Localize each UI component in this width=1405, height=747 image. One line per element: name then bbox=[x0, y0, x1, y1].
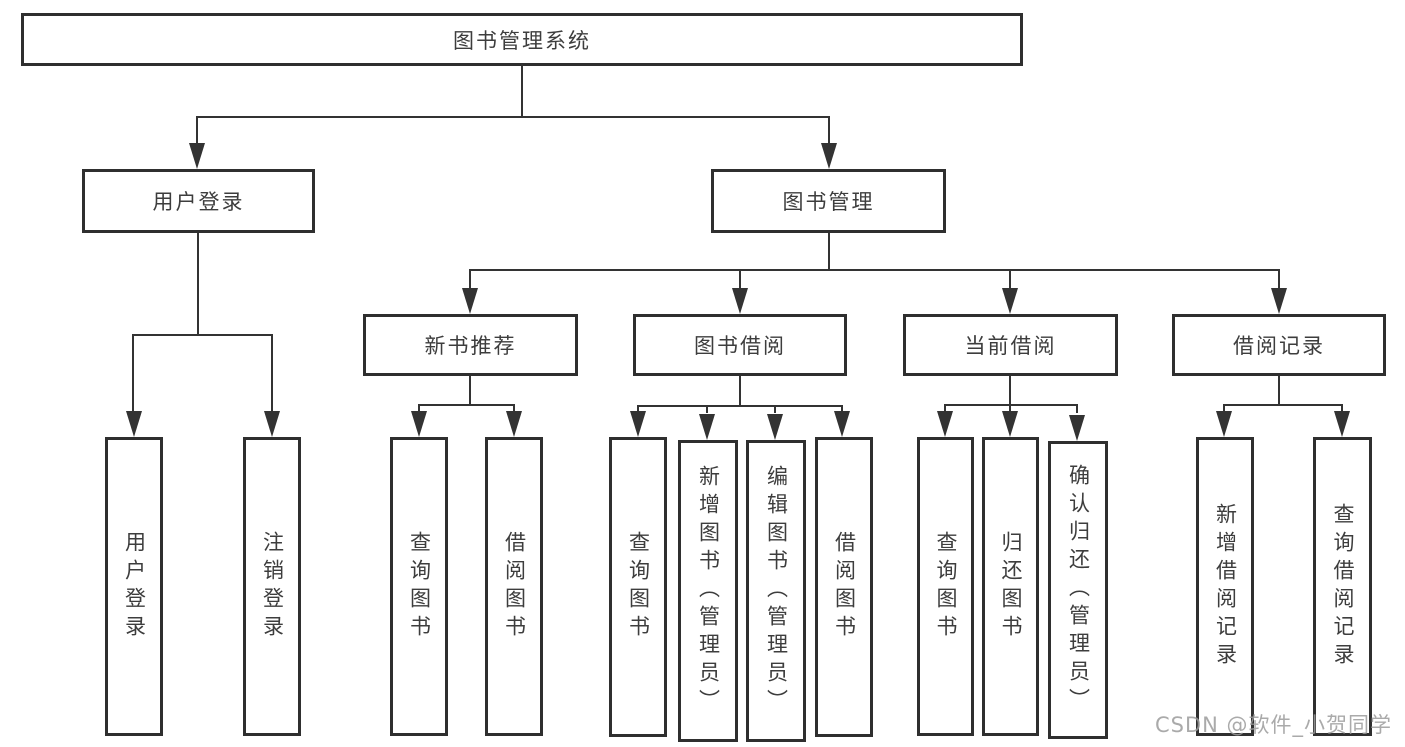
connector-user-login-stem bbox=[196, 116, 198, 144]
arrow-into-new-book-recommend bbox=[462, 288, 478, 314]
leaf-bor-add-book-admin-label: 新增图书（管理员） bbox=[696, 465, 721, 717]
leaf-cur-return-book: 归还图书 bbox=[982, 437, 1039, 736]
arrow-into-cur-confirm bbox=[1069, 415, 1085, 441]
connector-borrow-branch bbox=[637, 405, 843, 407]
connector-current-down bbox=[1009, 376, 1011, 406]
connector-cur-query-stem bbox=[944, 404, 946, 413]
node-current-borrowing: 当前借阅 bbox=[903, 314, 1118, 376]
arrow-into-bor-add bbox=[699, 414, 715, 440]
connector-level1-branch bbox=[196, 116, 830, 118]
node-borrow-records: 借阅记录 bbox=[1172, 314, 1386, 376]
node-root-label: 图书管理系统 bbox=[453, 28, 591, 53]
leaf-user-login-label: 用户登录 bbox=[122, 530, 147, 643]
connector-current-stem bbox=[1009, 269, 1011, 290]
node-new-book-recommend: 新书推荐 bbox=[363, 314, 578, 376]
leaf-add-borrow-record-label: 新增借阅记录 bbox=[1213, 502, 1238, 671]
node-book-borrowing-label: 图书借阅 bbox=[694, 334, 786, 358]
leaf-user-login: 用户登录 bbox=[105, 437, 163, 736]
arrow-into-rec-query bbox=[411, 411, 427, 437]
leaf-query-borrow-record-label: 查询借阅记录 bbox=[1331, 502, 1355, 671]
connector-current-branch bbox=[944, 404, 1078, 406]
leaf-query-borrow-record: 查询借阅记录 bbox=[1313, 437, 1372, 736]
connector-level2-branch bbox=[469, 269, 1280, 271]
leaf-bor-query-book: 查询图书 bbox=[609, 437, 667, 737]
connector-rec-borrow-stem bbox=[513, 404, 515, 413]
arrow-into-cur-return bbox=[1002, 411, 1018, 437]
connector-rec-down bbox=[469, 376, 471, 406]
leaf-bor-query-book-label: 查询图书 bbox=[626, 531, 651, 643]
arrow-into-cur-query bbox=[937, 411, 953, 437]
leaf-cur-confirm-return-admin-label: 确认归还（管理员） bbox=[1066, 464, 1091, 716]
leaf-cur-return-book-label: 归还图书 bbox=[999, 530, 1023, 643]
connector-leaf-logout-stem bbox=[271, 334, 273, 412]
arrow-into-book-borrowing bbox=[732, 288, 748, 314]
node-user-login: 用户登录 bbox=[82, 169, 315, 233]
node-new-book-recommend-label: 新书推荐 bbox=[424, 334, 517, 358]
node-borrow-records-label: 借阅记录 bbox=[1233, 334, 1325, 358]
arrow-into-leaf-logout bbox=[264, 411, 280, 437]
node-book-management: 图书管理 bbox=[711, 169, 946, 233]
arrow-into-recd-query bbox=[1334, 411, 1350, 437]
node-current-borrowing-label: 当前借阅 bbox=[964, 334, 1057, 358]
connector-book-mgmt-stem bbox=[828, 116, 830, 144]
arrow-into-bor-query bbox=[630, 411, 646, 437]
connector-bor-query-stem bbox=[637, 405, 639, 413]
arrow-into-current-borrowing bbox=[1002, 288, 1018, 314]
csdn-watermark: CSDN @软件_小贺同学 bbox=[1155, 713, 1393, 737]
connector-cur-confirm-stem bbox=[1076, 404, 1078, 413]
node-root: 图书管理系统 bbox=[21, 13, 1023, 66]
node-user-login-label: 用户登录 bbox=[152, 190, 245, 214]
leaf-cur-confirm-return-admin: 确认归还（管理员） bbox=[1048, 441, 1108, 739]
connector-bor-borrow-stem bbox=[841, 405, 843, 413]
leaf-bor-borrow-book: 借阅图书 bbox=[815, 437, 873, 737]
node-book-management-label: 图书管理 bbox=[782, 190, 875, 214]
leaf-cur-query-book: 查询图书 bbox=[917, 437, 974, 736]
connector-records-down bbox=[1278, 376, 1280, 406]
connector-rec-branch bbox=[418, 404, 515, 406]
arrow-into-bor-edit bbox=[767, 414, 783, 440]
leaf-bor-edit-book-admin: 编辑图书（管理员） bbox=[746, 440, 806, 742]
arrow-into-book-mgmt bbox=[821, 143, 837, 169]
leaf-logout-label: 注销登录 bbox=[260, 530, 285, 643]
connector-borrow-down bbox=[739, 376, 741, 407]
arrow-into-user-login bbox=[189, 143, 205, 169]
connector-records-branch bbox=[1223, 404, 1343, 406]
leaf-rec-borrow-book: 借阅图书 bbox=[485, 437, 543, 736]
leaf-rec-query-book-label: 查询图书 bbox=[407, 530, 432, 643]
arrow-into-rec-borrow bbox=[506, 411, 522, 437]
arrow-into-bor-borrow bbox=[834, 411, 850, 437]
connector-mgmt-down bbox=[828, 233, 830, 271]
arrow-into-leaf-login bbox=[126, 411, 142, 437]
connector-rec-query-stem bbox=[418, 404, 420, 413]
leaf-bor-borrow-book-label: 借阅图书 bbox=[832, 531, 857, 643]
leaf-bor-add-book-admin: 新增图书（管理员） bbox=[678, 440, 738, 742]
leaf-rec-query-book: 查询图书 bbox=[390, 437, 448, 736]
connector-records-stem bbox=[1278, 269, 1280, 290]
connector-recd-query-stem bbox=[1341, 404, 1343, 413]
connector-bor-edit-stem bbox=[774, 405, 776, 413]
connector-borrow-stem bbox=[739, 269, 741, 290]
connector-login-down bbox=[197, 233, 199, 336]
connector-login-branch bbox=[132, 334, 273, 336]
leaf-cur-query-book-label: 查询图书 bbox=[934, 530, 958, 643]
connector-cur-return-stem bbox=[1009, 404, 1011, 413]
arrow-into-borrow-records bbox=[1271, 288, 1287, 314]
node-book-borrowing: 图书借阅 bbox=[633, 314, 847, 376]
connector-root-stem bbox=[521, 64, 523, 118]
connector-recd-add-stem bbox=[1223, 404, 1225, 413]
connector-leaf-login-stem bbox=[132, 334, 134, 412]
leaf-add-borrow-record: 新增借阅记录 bbox=[1196, 437, 1254, 736]
leaf-rec-borrow-book-label: 借阅图书 bbox=[502, 530, 527, 643]
leaf-logout: 注销登录 bbox=[243, 437, 301, 736]
connector-bor-add-stem bbox=[706, 405, 708, 413]
arrow-into-recd-add bbox=[1216, 411, 1232, 437]
connector-rec-stem bbox=[469, 269, 471, 290]
leaf-bor-edit-book-admin-label: 编辑图书（管理员） bbox=[764, 465, 789, 717]
